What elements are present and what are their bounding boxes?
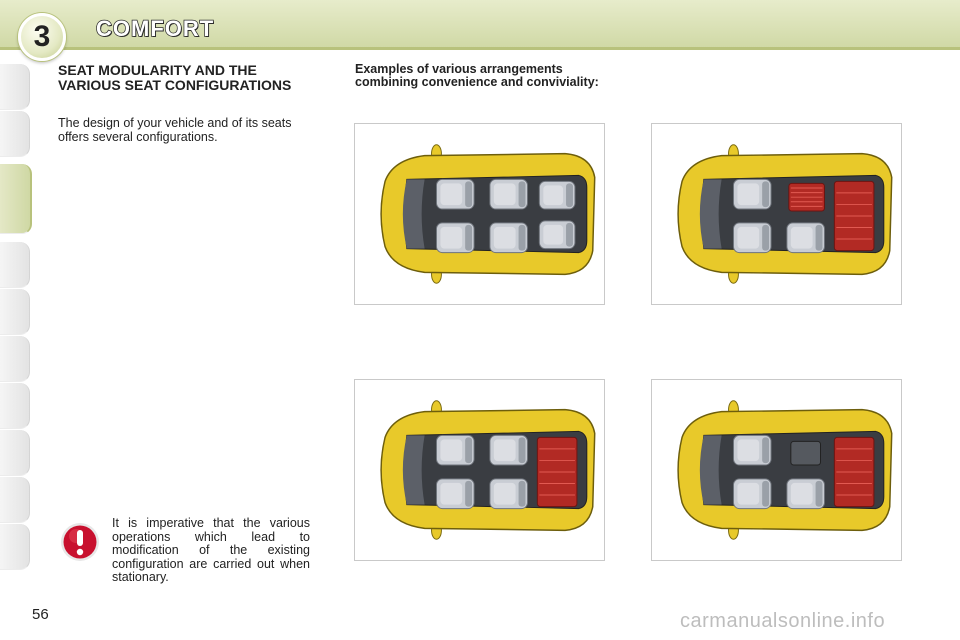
side-tab-active[interactable]: [0, 164, 32, 234]
front-left-seat: [435, 434, 475, 466]
side-tab-9[interactable]: [0, 477, 30, 523]
front-left-seat: [732, 178, 772, 210]
front-right-seat: [435, 478, 475, 510]
warning-exclamation-icon: [61, 523, 99, 561]
side-tab-1[interactable]: [0, 64, 30, 110]
car-top-view: [380, 144, 596, 284]
chapter-number-badge: 3: [18, 13, 66, 61]
side-tab-5[interactable]: [0, 289, 30, 335]
middle-left-seat: [489, 178, 528, 210]
warning-note: It is imperative that the various operat…: [112, 516, 310, 584]
chapter-side-tabs: [0, 64, 34, 574]
intro-paragraph: The design of your vehicle and of its se…: [58, 116, 292, 144]
side-tab-2[interactable]: [0, 111, 30, 157]
front-right-seat: [435, 222, 475, 254]
middle-right-seat: [786, 222, 825, 254]
side-tab-7[interactable]: [0, 383, 30, 429]
front-left-seat: [732, 434, 772, 466]
side-tab-4[interactable]: [0, 242, 30, 288]
car-config-image-3: [354, 379, 605, 561]
car-top-view: [380, 400, 596, 540]
middle-left-seat-removed: [790, 440, 822, 466]
chapter-header-band: [0, 0, 960, 50]
front-right-seat: [732, 478, 772, 510]
side-tab-6[interactable]: [0, 336, 30, 382]
third-row-left-seat: [538, 180, 576, 210]
middle-right-seat: [489, 222, 528, 254]
front-left-seat: [435, 178, 475, 210]
middle-left-seat: [489, 434, 528, 466]
chapter-number: 3: [33, 20, 51, 53]
third-row-folded: [833, 436, 875, 508]
side-tab-8[interactable]: [0, 430, 30, 476]
middle-right-seat: [786, 478, 825, 510]
car-top-view: [677, 144, 893, 284]
car-config-image-1: [354, 123, 605, 305]
car-config-image-4: [651, 379, 902, 561]
third-row-right-seat: [538, 220, 576, 250]
car-config-image-2: [651, 123, 902, 305]
third-row-folded: [536, 436, 578, 508]
chapter-title: COMFORT: [95, 15, 215, 42]
page-number: 56: [32, 606, 49, 623]
examples-heading: Examples of various arrangements combini…: [355, 62, 599, 89]
middle-right-seat: [489, 478, 528, 510]
car-top-view: [677, 400, 893, 540]
side-tab-10[interactable]: [0, 524, 30, 570]
front-right-seat: [732, 222, 772, 254]
third-row-folded: [833, 180, 875, 252]
middle-left-seat-folded: [788, 182, 825, 212]
section-title: SEAT MODULARITY AND THE VARIOUS SEAT CON…: [58, 62, 292, 93]
watermark: carmanualsonline.info: [680, 610, 886, 632]
